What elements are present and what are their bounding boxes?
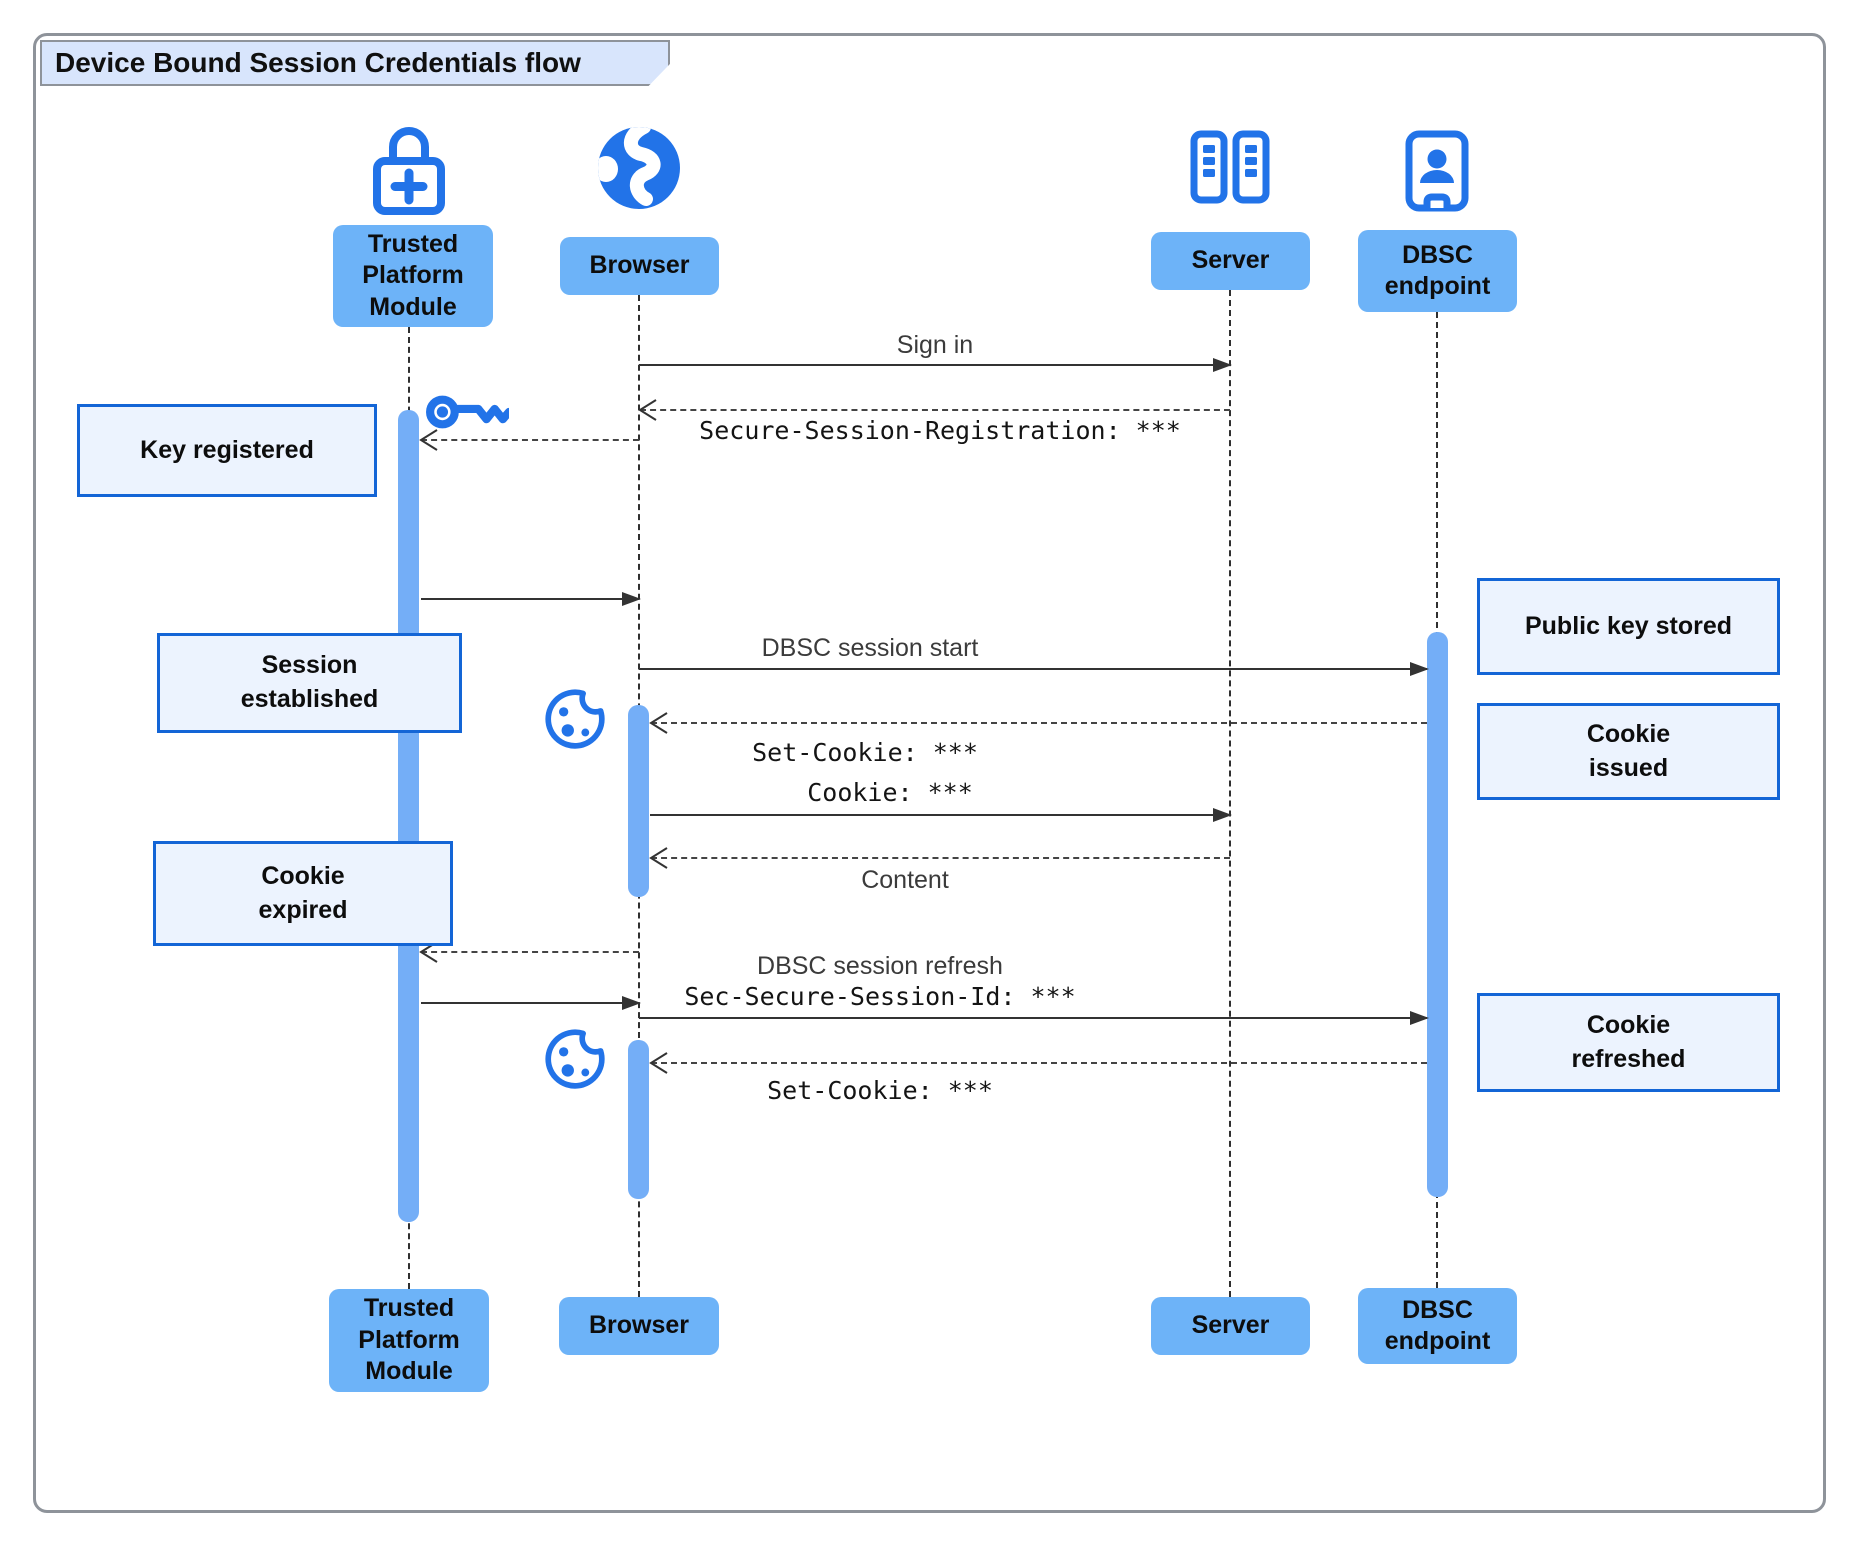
diagram-title: Device Bound Session Credentials flow	[40, 40, 670, 86]
arrowhead-icon	[419, 429, 438, 451]
key-icon	[425, 383, 514, 446]
arrow-browser-to-tpm-2	[419, 941, 639, 963]
arrowhead-icon	[1410, 1010, 1429, 1025]
note-cookie-expired: Cookie expired	[153, 841, 453, 946]
server-rack-icon	[1190, 130, 1270, 209]
arrowhead-icon	[638, 399, 657, 421]
label-content: Content	[861, 866, 949, 894]
arrow-content	[649, 847, 1230, 869]
label-set-cookie-1: Set-Cookie: ***	[752, 738, 978, 767]
note-cookie-refreshed: Cookie refreshed	[1477, 993, 1780, 1092]
label-sec-secure-session-id: Sec-Secure-Session-Id: ***	[684, 982, 1076, 1011]
arrowhead-icon	[1410, 661, 1429, 676]
arrow-tpm-to-browser-1	[421, 591, 641, 606]
arrow-dbsc-session-start	[639, 661, 1429, 676]
badge-person-icon	[1405, 130, 1469, 217]
participant-browser-bottom: Browser	[559, 1297, 719, 1355]
arrow-tpm-to-browser-2	[421, 995, 641, 1010]
participant-dbsc-bottom: DBSC endpoint	[1358, 1288, 1517, 1364]
note-session-established: Session established	[157, 633, 462, 733]
arrowhead-icon	[1213, 807, 1232, 822]
activation-dbsc	[1427, 632, 1448, 1197]
label-secure-session-registration: Secure-Session-Registration: ***	[699, 416, 1181, 445]
label-dbsc-session-refresh: DBSC session refresh	[757, 952, 1003, 980]
arrowhead-icon	[649, 1052, 668, 1074]
arrowhead-icon	[649, 712, 668, 734]
activation-tpm	[398, 410, 419, 1222]
participant-server-top: Server	[1151, 232, 1310, 290]
activation-browser-1	[628, 705, 649, 897]
arrow-sign-in	[639, 357, 1232, 372]
arrowhead-icon	[649, 847, 668, 869]
arrowhead-icon	[622, 995, 641, 1010]
participant-browser-top: Browser	[560, 237, 719, 295]
label-dbsc-session-start: DBSC session start	[761, 634, 979, 662]
activation-browser-2	[628, 1040, 649, 1199]
label-sign-in: Sign in	[896, 331, 974, 359]
arrow-dbsc-session-refresh	[639, 1010, 1429, 1025]
arrow-browser-to-tpm-1	[419, 429, 639, 451]
arrow-set-cookie-2	[649, 1052, 1427, 1074]
note-cookie-issued: Cookie issued	[1477, 703, 1780, 800]
note-public-key-stored: Public key stored	[1477, 578, 1780, 675]
label-set-cookie-2: Set-Cookie: ***	[767, 1076, 993, 1105]
participant-server-bottom: Server	[1151, 1297, 1310, 1355]
participant-tpm-bottom: Trusted Platform Module	[329, 1289, 489, 1392]
cookie-icon	[542, 684, 608, 755]
arrow-set-cookie-1	[649, 712, 1427, 734]
globe-icon	[595, 124, 683, 217]
arrow-cookie	[650, 807, 1232, 822]
note-key-registered: Key registered	[77, 404, 377, 497]
participant-tpm-top: Trusted Platform Module	[333, 225, 493, 327]
arrowhead-icon	[1213, 357, 1232, 372]
cookie-icon	[542, 1024, 608, 1095]
participant-dbsc-top: DBSC endpoint	[1358, 230, 1517, 312]
label-cookie: Cookie: ***	[807, 778, 973, 807]
lifeline-server	[1229, 290, 1231, 1297]
lock-plus-icon	[367, 116, 451, 223]
arrow-secure-session-registration	[638, 399, 1230, 421]
arrowhead-icon	[622, 591, 641, 606]
